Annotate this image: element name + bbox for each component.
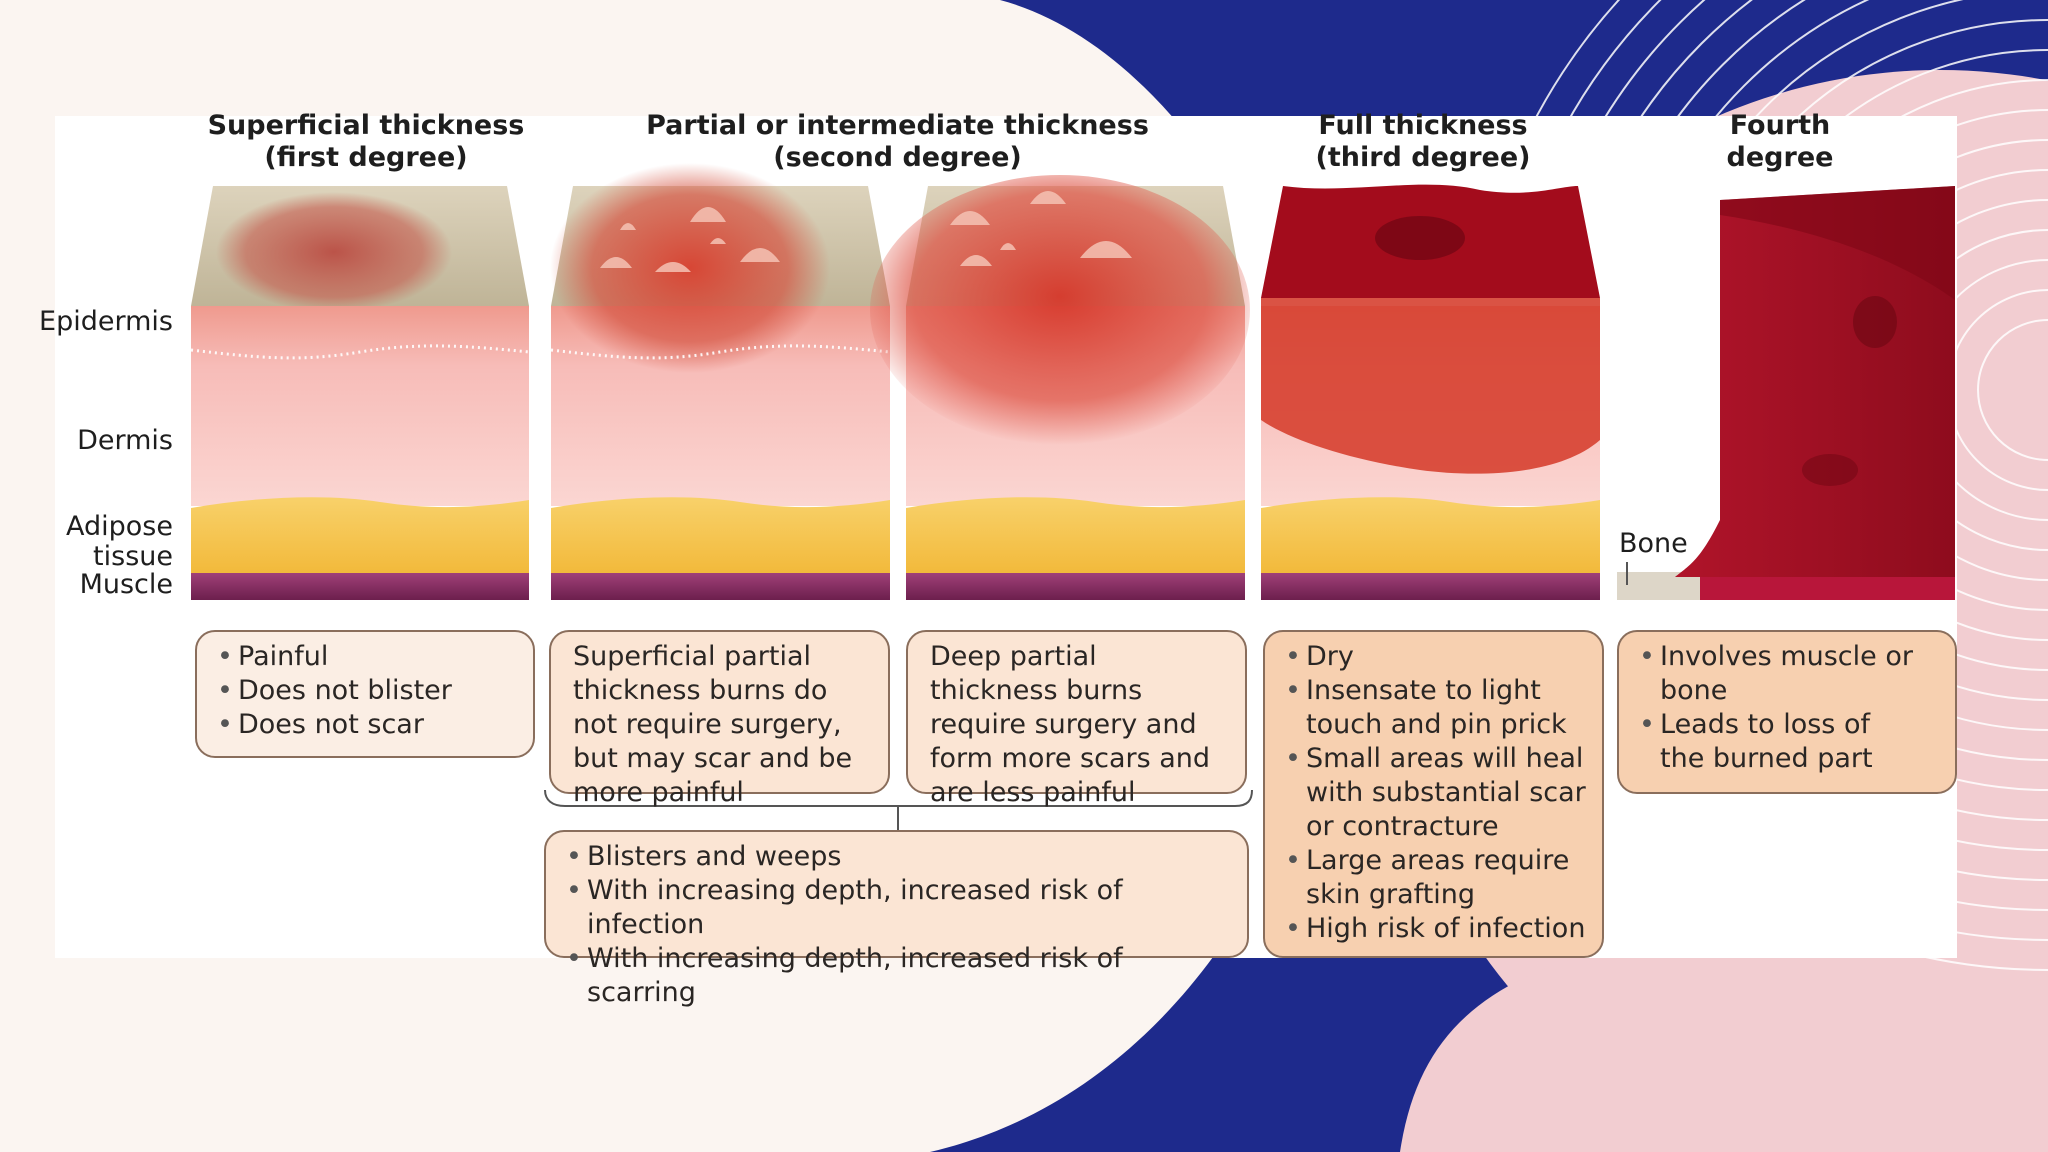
box-deep-partial: Deep partial thickness burns require sur…: [906, 630, 1247, 808]
label-dermis: Dermis: [77, 425, 173, 456]
box-third-degree: Dry Insensate to light touch and pin pri…: [1263, 630, 1604, 958]
first-point-2: Does not blister: [217, 674, 519, 708]
header-second-line2: (second degree): [773, 142, 1022, 173]
header-third-degree: Full thickness (third degree): [1283, 110, 1563, 174]
header-fourth-line1: Fourth: [1729, 110, 1831, 141]
box-first-degree: Painful Does not blister Does not scar: [195, 630, 535, 758]
skin-block-third-degree: [1261, 184, 1600, 600]
third-point-1: Dry: [1285, 640, 1596, 674]
skin-block-deep-partial: [870, 175, 1250, 600]
deep-partial-text: Deep partial thickness burns require sur…: [930, 641, 1211, 808]
skin-block-superficial-partial: [550, 163, 891, 600]
header-second-line1: Partial or intermediate thickness: [646, 110, 1149, 141]
label-bone: Bone: [1619, 528, 1688, 559]
label-epidermis: Epidermis: [39, 306, 173, 337]
header-third-line1: Full thickness: [1318, 110, 1528, 141]
third-point-2: Insensate to light touch and pin prick: [1285, 674, 1596, 742]
pink-lower-shape: [1400, 900, 2048, 1152]
skin-block-first-degree: [190, 186, 530, 600]
label-adipose: Adipose: [66, 511, 173, 542]
box-second-degree-common: Blisters and weeps With increasing depth…: [544, 830, 1249, 1008]
fourth-point-1: Involves muscle or bone: [1639, 640, 1915, 708]
header-first-line2: (first degree): [264, 142, 468, 173]
superficial-partial-text: Superficial partial thickness burns do n…: [573, 641, 853, 808]
label-muscle: Muscle: [79, 569, 173, 600]
first-point-1: Painful: [217, 640, 519, 674]
third-point-3: Small areas will heal with substantial s…: [1285, 742, 1596, 844]
third-point-5: High risk of infection: [1285, 912, 1596, 946]
second-degree-bracket: [544, 789, 1253, 807]
first-point-3: Does not scar: [217, 708, 519, 742]
header-third-line2: (third degree): [1315, 142, 1531, 173]
box-fourth-degree: Involves muscle or bone Leads to loss of…: [1617, 630, 1957, 794]
header-first-line1: Superficial thickness: [207, 110, 525, 141]
second-point-3: With increasing depth, increased risk of…: [566, 942, 1233, 1010]
second-point-2: With increasing depth, increased risk of…: [566, 874, 1233, 942]
label-adipose-tissue: tissue: [93, 541, 173, 572]
skin-block-fourth-degree: [1617, 186, 1955, 600]
third-point-4: Large areas require skin grafting: [1285, 844, 1596, 912]
fourth-point-2: Leads to loss of the burned part: [1639, 708, 1915, 776]
header-second-degree: Partial or intermediate thickness (secon…: [620, 110, 1175, 174]
second-point-1: Blisters and weeps: [566, 840, 1233, 874]
header-fourth-line2: degree: [1726, 142, 1834, 173]
box-superficial-partial: Superficial partial thickness burns do n…: [549, 630, 890, 808]
header-fourth-degree: Fourth degree: [1680, 110, 1880, 174]
header-first-degree: Superficial thickness (first degree): [191, 110, 541, 174]
